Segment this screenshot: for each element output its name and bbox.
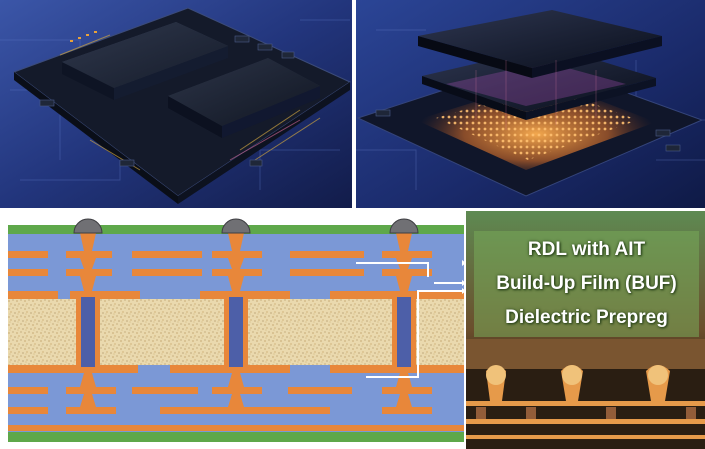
layer-label-box: RDL with AIT Build-Up Film (BUF) Dielect… bbox=[474, 231, 699, 337]
dielectric-prepreg-label: Dielectric Prepreg bbox=[505, 307, 668, 328]
bottom-solder-mask bbox=[8, 432, 464, 442]
build-up-film-label: Build-Up Film (BUF) bbox=[496, 273, 677, 294]
label-pointer-lines bbox=[356, 262, 462, 378]
solder-ball-bumps bbox=[73, 218, 419, 234]
package-render-photo bbox=[0, 0, 352, 208]
stacked-package-render-photo bbox=[356, 0, 705, 208]
substrate-micrograph-photo: RDL with AIT Build-Up Film (BUF) Dielect… bbox=[466, 211, 705, 449]
rdl-with-ait-label: RDL with AIT bbox=[527, 239, 646, 260]
substrate-cross-section-diagram bbox=[0, 211, 466, 449]
